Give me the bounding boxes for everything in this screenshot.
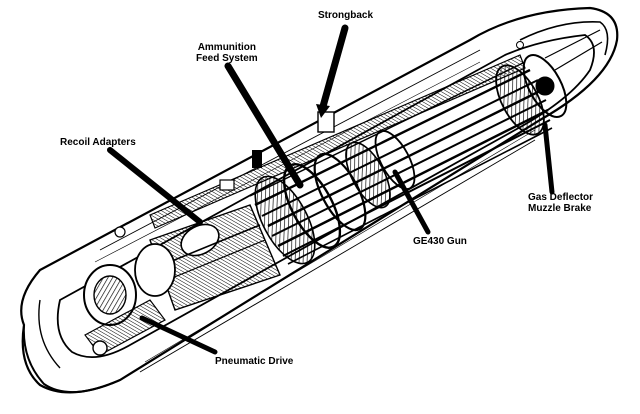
- pneumatic-text: Pneumatic Drive: [215, 356, 294, 367]
- leader-pneumatic: [139, 315, 218, 355]
- leader-strongback-tip: [316, 104, 330, 118]
- recoil-text: Recoil Adapters: [60, 137, 136, 148]
- gas-text-line2: Muzzle Brake: [528, 203, 592, 214]
- label-ammunition-feed-system: Ammunition Feed System: [196, 42, 258, 64]
- pneumatic-drive-unit: [83, 243, 176, 356]
- gun-text: GE430 Gun: [413, 236, 467, 247]
- feed-system-rings: [254, 130, 416, 265]
- strongback-text: Strongback: [318, 10, 374, 21]
- label-ge430-gun: GE430 Gun: [413, 236, 467, 247]
- label-gas-deflector-muzzle-brake: Gas Deflector Muzzle Brake: [528, 192, 593, 214]
- ammunition-text-line2: Feed System: [196, 53, 258, 64]
- leader-gas: [542, 122, 555, 195]
- strongback-rail: [149, 54, 526, 229]
- muzzle-brake-assembly: [495, 54, 568, 136]
- leader-recoil: [107, 147, 203, 225]
- recoil-adapter-housing: [149, 204, 281, 311]
- leader-lines: [107, 24, 555, 355]
- leader-strongback: [318, 24, 349, 114]
- leader-gun: [392, 169, 431, 235]
- gas-text-line1: Gas Deflector: [528, 192, 594, 203]
- label-recoil-adapters: Recoil Adapters: [60, 137, 136, 148]
- ammunition-text-line1: Ammunition: [197, 42, 257, 53]
- leader-ammo: [224, 62, 304, 189]
- label-strongback: Strongback: [318, 10, 373, 21]
- label-pneumatic-drive: Pneumatic Drive: [215, 356, 293, 367]
